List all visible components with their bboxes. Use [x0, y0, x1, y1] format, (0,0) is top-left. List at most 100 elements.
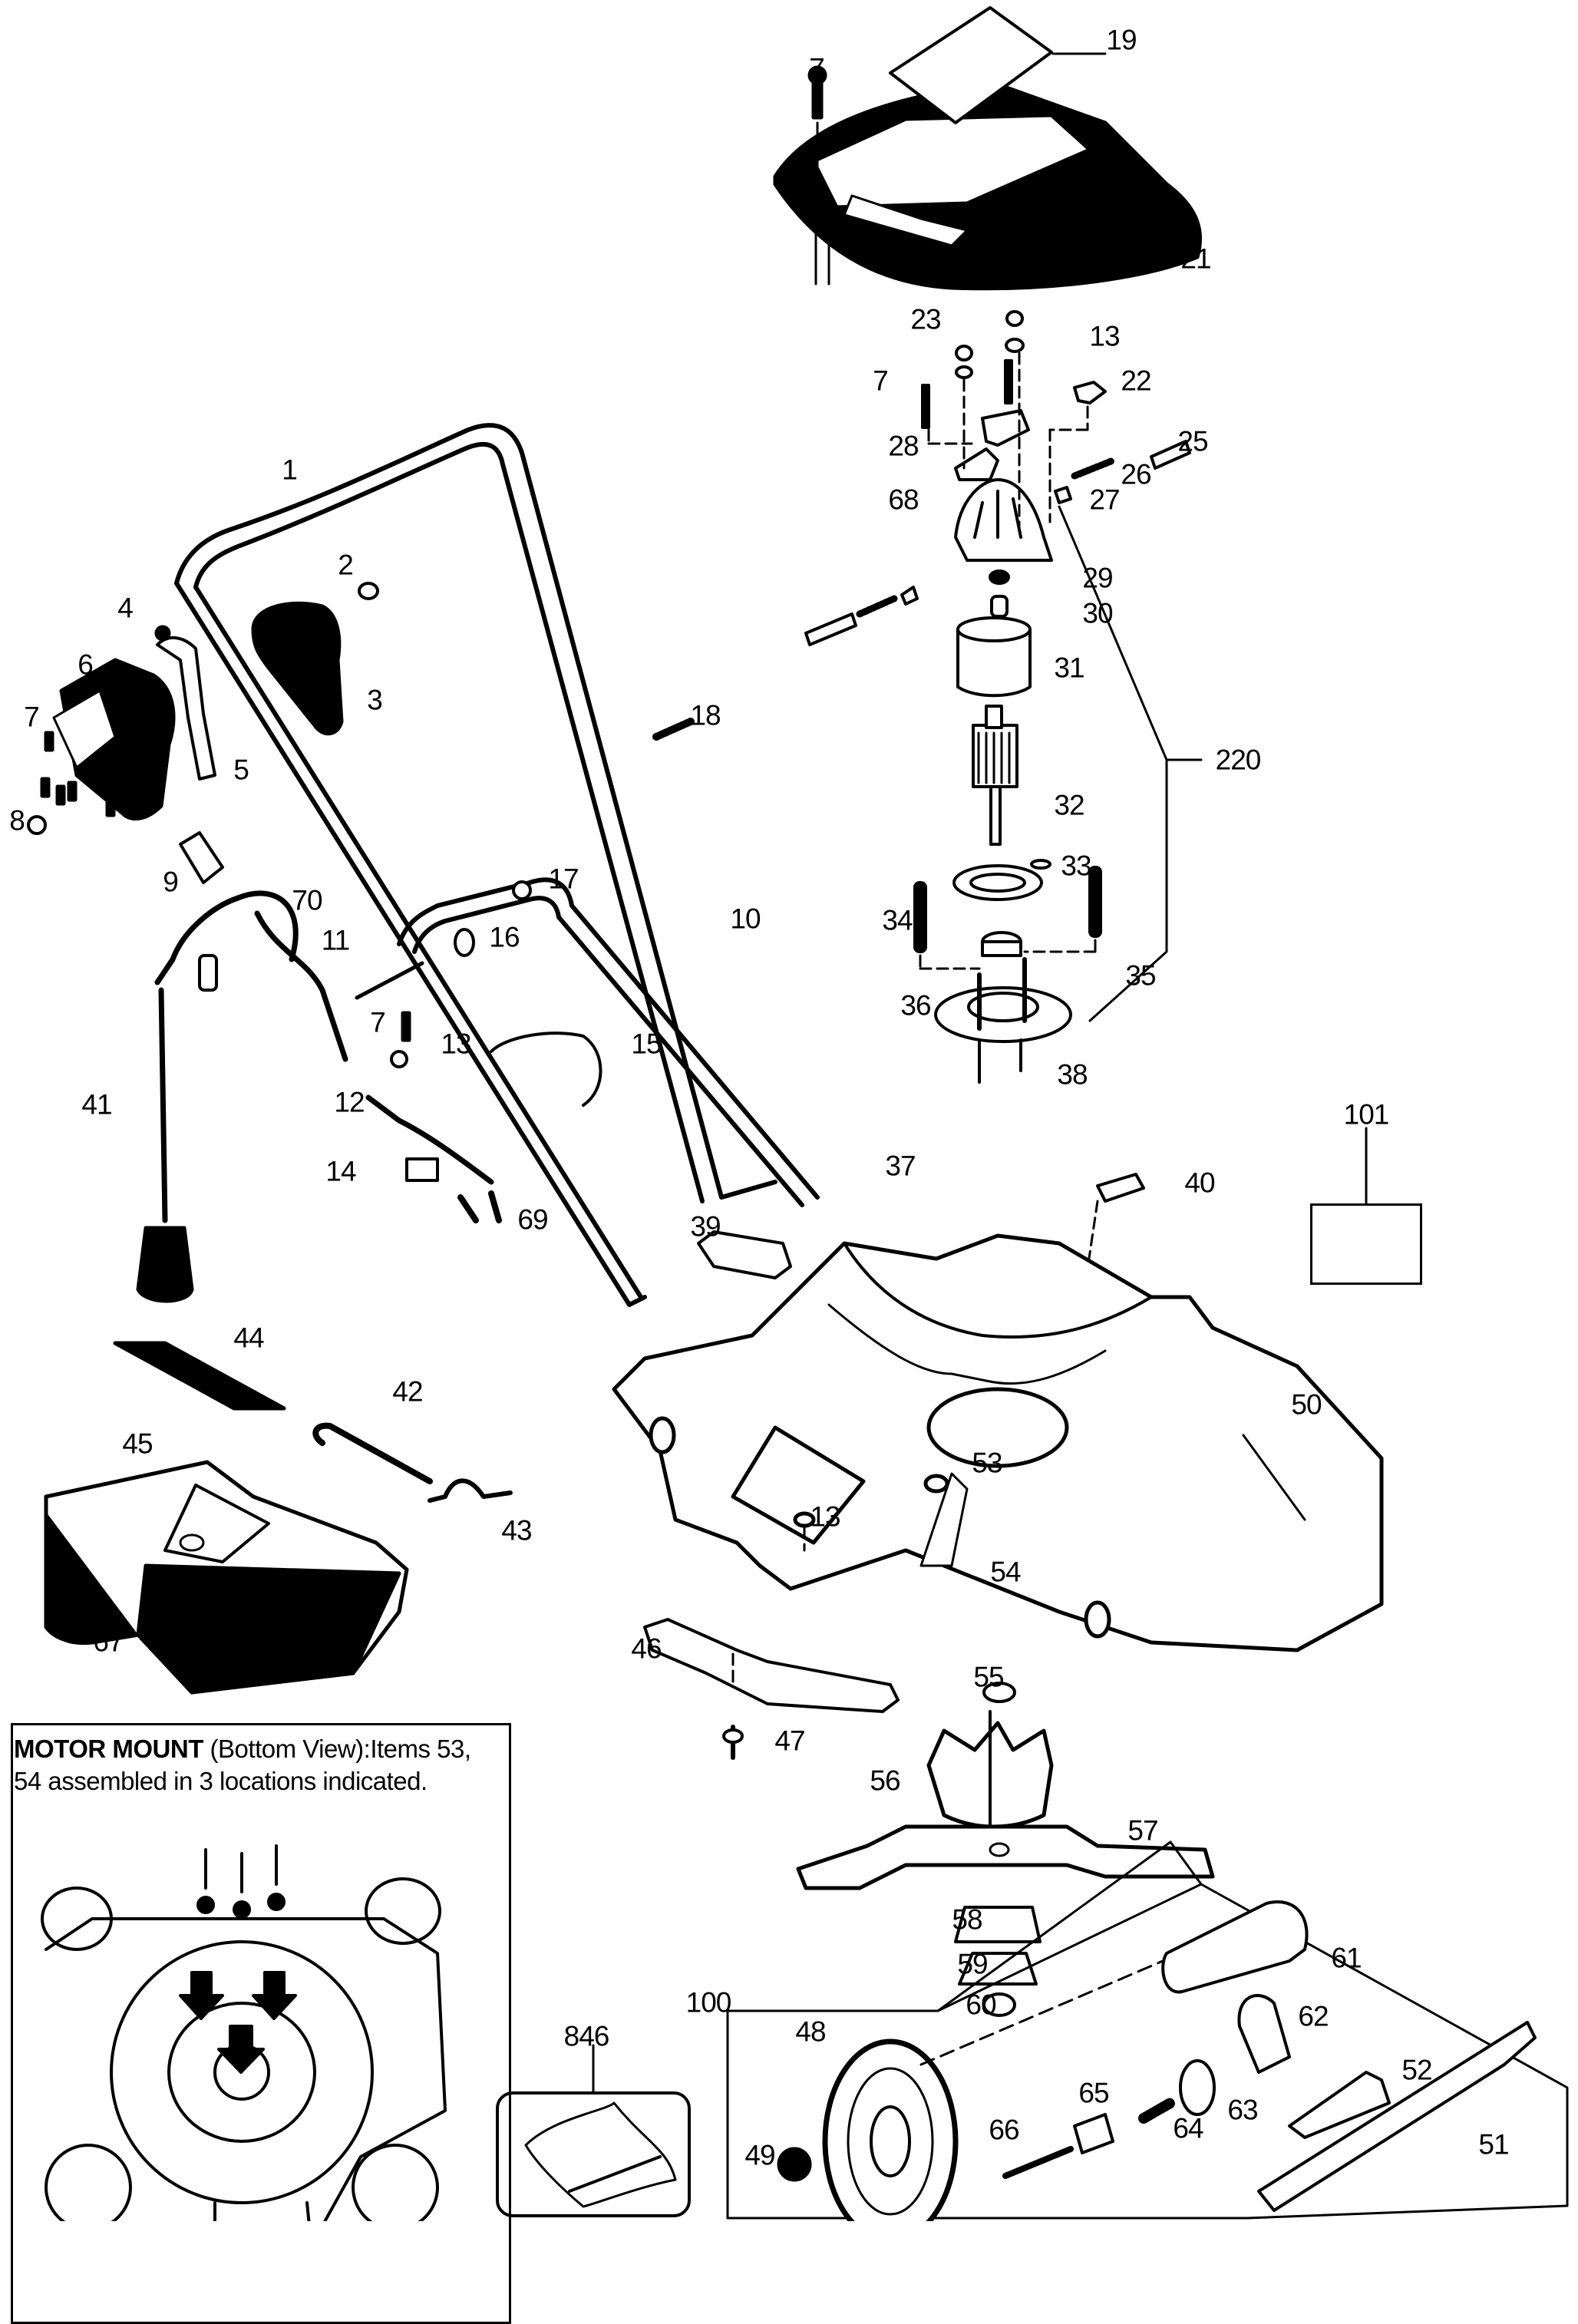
callout-51: 51 [1478, 2128, 1509, 2161]
callout-34: 34 [882, 904, 913, 936]
callout-28: 28 [888, 430, 919, 462]
decal-44 [113, 1341, 286, 1411]
assembly-bracket-220 [1058, 505, 1168, 1022]
callout-19: 19 [1106, 24, 1137, 56]
callout-54: 54 [990, 1556, 1021, 1588]
callout-11: 11 [321, 924, 350, 956]
callout-1: 1 [282, 454, 298, 486]
callout-220: 220 [1215, 744, 1262, 776]
motor-parts [913, 616, 1145, 1306]
callout-10: 10 [730, 903, 761, 935]
callout-50: 50 [1291, 1388, 1322, 1421]
callout-69: 69 [517, 1203, 548, 1236]
callout-44: 44 [233, 1322, 264, 1354]
callout-13b: 13 [441, 1028, 471, 1060]
callout-7d: 7 [370, 1006, 386, 1038]
motor-cover-21 [773, 82, 1203, 291]
parts-diagram-artwork [27, 6, 1569, 2221]
callout-14: 14 [325, 1155, 356, 1187]
bushing-65 [1073, 2113, 1114, 2154]
callout-39: 39 [690, 1210, 721, 1243]
callout-46: 46 [631, 1632, 662, 1665]
callout-70: 70 [292, 884, 322, 916]
callout-22: 22 [1121, 365, 1151, 397]
callout-3: 3 [367, 684, 383, 716]
callout-45: 45 [122, 1428, 153, 1460]
callout-25: 25 [1177, 425, 1208, 457]
axle-arm-61 [1161, 1900, 1309, 1994]
callout-101: 101 [1343, 1098, 1390, 1131]
callout-100: 100 [685, 1986, 732, 2019]
callout-9: 9 [163, 866, 179, 898]
cords [154, 890, 494, 1223]
callout-21: 21 [1180, 243, 1211, 275]
callout-23: 23 [910, 303, 941, 335]
callout-47: 47 [774, 1725, 805, 1757]
callout-12: 12 [334, 1086, 365, 1118]
callout-36: 36 [900, 989, 931, 1022]
mount-plate-46 [643, 1618, 900, 1713]
plug-41 [136, 1226, 194, 1303]
callout-55: 55 [973, 1661, 1004, 1693]
callout-40: 40 [1184, 1167, 1215, 1199]
rear-flap-67 [44, 1460, 409, 1695]
callout-49: 49 [744, 2139, 775, 2171]
callout-42: 42 [392, 1375, 423, 1408]
clip-39 [697, 1230, 792, 1279]
handle-bracket-3 [251, 601, 344, 736]
callout-18: 18 [690, 699, 721, 731]
part-box-101 [1310, 1203, 1422, 1285]
motor-mount-note: MOTOR MOUNT (Bottom View):Items 53,54 as… [14, 1733, 505, 1797]
callout-4: 4 [117, 592, 134, 624]
spring-64 [1138, 2098, 1176, 2124]
callout-62: 62 [1298, 2000, 1329, 2032]
callout-6: 6 [78, 649, 94, 681]
callout-26: 26 [1121, 458, 1151, 490]
cam-63 [1179, 2059, 1216, 2116]
callout-61: 61 [1331, 1942, 1362, 1974]
motor-mount-note-line2: 54 assembled in 3 locations indicated. [14, 1767, 428, 1795]
callout-66: 66 [989, 2114, 1019, 2146]
callout-13a: 13 [1089, 320, 1120, 352]
callout-38: 38 [1057, 1058, 1088, 1091]
bolt-66 [1002, 2146, 1074, 2179]
switch-9 [179, 831, 224, 884]
callout-59: 59 [957, 1948, 988, 1980]
callout-8: 8 [9, 804, 25, 837]
callout-60: 60 [966, 1989, 996, 2021]
callout-2: 2 [338, 549, 354, 581]
callout-48: 48 [795, 2015, 826, 2048]
callout-35: 35 [1125, 959, 1156, 992]
wheel-group-bracket-100 [726, 1883, 1569, 2220]
callout-63: 63 [1227, 2094, 1258, 2126]
rod-42 [312, 1422, 433, 1484]
callout-5: 5 [233, 754, 249, 786]
callout-16: 16 [489, 921, 520, 953]
callout-13c: 13 [810, 1500, 840, 1533]
callout-58: 58 [952, 1903, 982, 1936]
screw-7-top [807, 65, 827, 224]
callout-29: 29 [1082, 562, 1113, 594]
callout-7b: 7 [873, 365, 889, 397]
callout-30: 30 [1082, 597, 1113, 629]
motor-mount-note-heading: MOTOR MOUNT [14, 1735, 203, 1763]
callout-64: 64 [1173, 2112, 1203, 2144]
callout-37: 37 [885, 1150, 916, 1182]
blade-57 [796, 1824, 1215, 1890]
lever-62 [1237, 1994, 1291, 2074]
callout-43: 43 [501, 1514, 532, 1547]
callout-32: 32 [1054, 789, 1084, 821]
callout-31: 31 [1054, 652, 1084, 684]
axle-bar-51 [1257, 2021, 1537, 2212]
callout-65: 65 [1078, 2077, 1109, 2109]
callout-56: 56 [870, 1764, 900, 1797]
deck-50 [612, 1233, 1384, 1652]
callout-7c: 7 [24, 701, 40, 733]
callout-57: 57 [1127, 1814, 1158, 1847]
callout-17: 17 [548, 863, 579, 895]
motor-mount-bottom-view [41, 1844, 447, 2221]
axle-52 [1288, 2071, 1391, 2139]
callout-33: 33 [1061, 850, 1091, 882]
callout-53: 53 [972, 1447, 1002, 1479]
callout-7a: 7 [809, 52, 825, 84]
